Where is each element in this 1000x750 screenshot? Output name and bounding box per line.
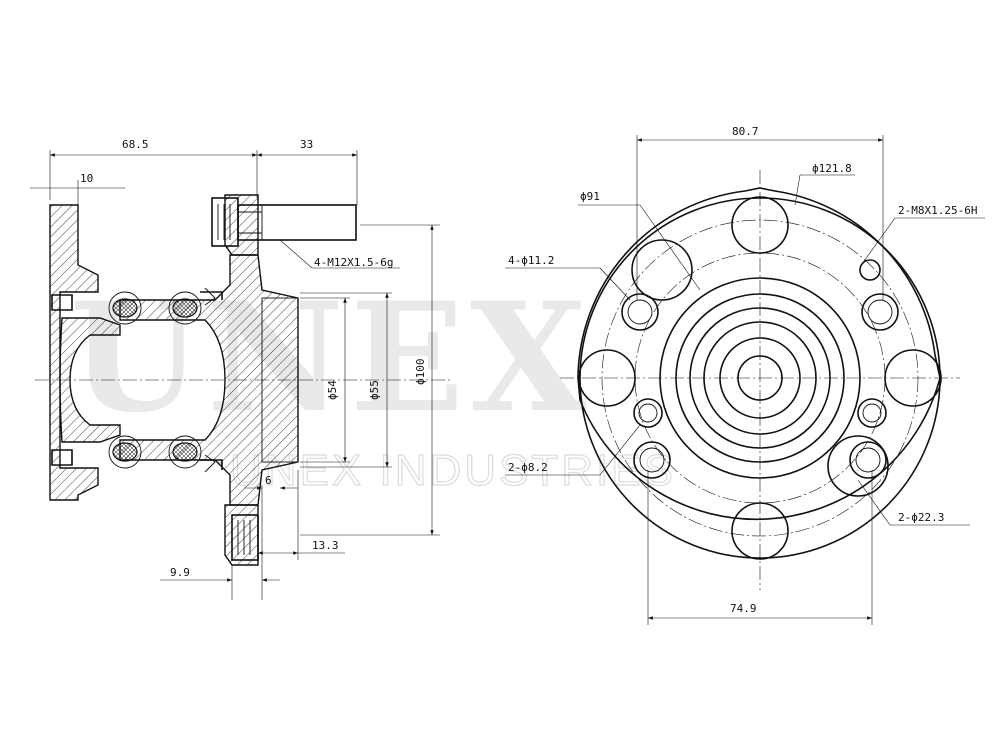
hub-center: [737, 355, 783, 401]
stud-bottom-lines: [237, 520, 251, 555]
flange-outer-circle: [579, 197, 941, 559]
dim-step-6: 6: [265, 474, 272, 487]
dim-pilot-100: ϕ100: [414, 359, 427, 386]
side-dimensions: 68.5 33 10 4-M12X1.5-6g ϕ54 ϕ55 ϕ100 6 1…: [30, 138, 440, 600]
dim-flange-thickness: 10: [80, 172, 93, 185]
dim-holes-11-2: 4-ϕ11.2: [508, 254, 554, 267]
dim-offset-9-9: 9.9: [170, 566, 190, 579]
watermark: UNEX UNEX INDUSTRIES: [70, 270, 676, 496]
ball-bottom-right: [172, 442, 198, 462]
tapped-hole-m8: [859, 259, 881, 281]
dim-holes-22-3: 2-ϕ22.3: [898, 511, 944, 524]
ball-top-right: [172, 298, 198, 318]
small-hole-1: [633, 398, 663, 428]
scallop-lower-right: [827, 435, 889, 497]
dim-width-74-9: 74.9: [730, 602, 757, 615]
stud-hole-4: [849, 441, 887, 479]
scallop-right: [884, 349, 942, 407]
dim-pcd-121-8: ϕ121.8: [812, 162, 852, 175]
dim-pcd-91: ϕ91: [580, 190, 600, 203]
watermark-logo: UNEX: [70, 270, 593, 446]
dim-stud-thread: 4-M12X1.5-6g: [314, 256, 393, 269]
stud-knurl: [238, 205, 263, 240]
small-hole-2: [857, 398, 887, 428]
dim-offset-13-3: 13.3: [312, 539, 339, 552]
watermark-company: UNEX INDUSTRIES: [230, 446, 676, 495]
ball-top-left: [112, 298, 138, 318]
stud-boss-bottom: [224, 504, 259, 566]
ball-race-3: [108, 435, 142, 469]
hub-ring-1: [659, 277, 861, 479]
ball-bottom-left: [112, 442, 138, 462]
stud-hole-2: [861, 293, 899, 331]
side-section-view: [35, 194, 450, 566]
hub-ring-5: [719, 337, 801, 419]
inner-ring-section: [59, 317, 121, 443]
scallop-upper-left: [631, 239, 693, 301]
flange-outline: [577, 187, 941, 521]
dim-bore-54: ϕ54: [326, 380, 339, 400]
front-dimensions: 80.7 ϕ121.8 ϕ91 4-ϕ11.2 2-M8X1.25-6H 2-ϕ…: [505, 125, 985, 625]
ball-race-4: [168, 435, 202, 469]
front-view: [560, 170, 960, 590]
hub-ring-4: [703, 321, 817, 435]
scallop-top: [731, 196, 789, 254]
stud-hole-1: [621, 293, 659, 331]
ball-race-1: [108, 291, 142, 325]
scallop-bottom: [731, 502, 789, 560]
stud-bottom: [231, 514, 259, 561]
pcd-121-8-circle: [601, 219, 919, 537]
stud-hole-3: [633, 441, 671, 479]
dim-tapped-m8: 2-M8X1.25-6H: [898, 204, 977, 217]
seals: [51, 291, 223, 470]
stud-shank: [237, 204, 357, 241]
scallop-left: [578, 349, 636, 407]
dim-width-80-7: 80.7: [732, 125, 759, 138]
dim-stud-length: 33: [300, 138, 313, 151]
hub-flange-section: [49, 204, 99, 501]
hub-ring-2: [675, 293, 845, 463]
dim-bore-55: ϕ55: [368, 380, 381, 400]
seal-lips: [204, 287, 216, 473]
stud-head-lines: [217, 204, 231, 240]
ball-race-2: [168, 291, 202, 325]
hub-ring-3: [689, 307, 831, 449]
dim-holes-8-2: 2-ϕ8.2: [508, 461, 548, 474]
dim-overall-length: 68.5: [122, 138, 149, 151]
pilot-ring: [261, 297, 299, 463]
